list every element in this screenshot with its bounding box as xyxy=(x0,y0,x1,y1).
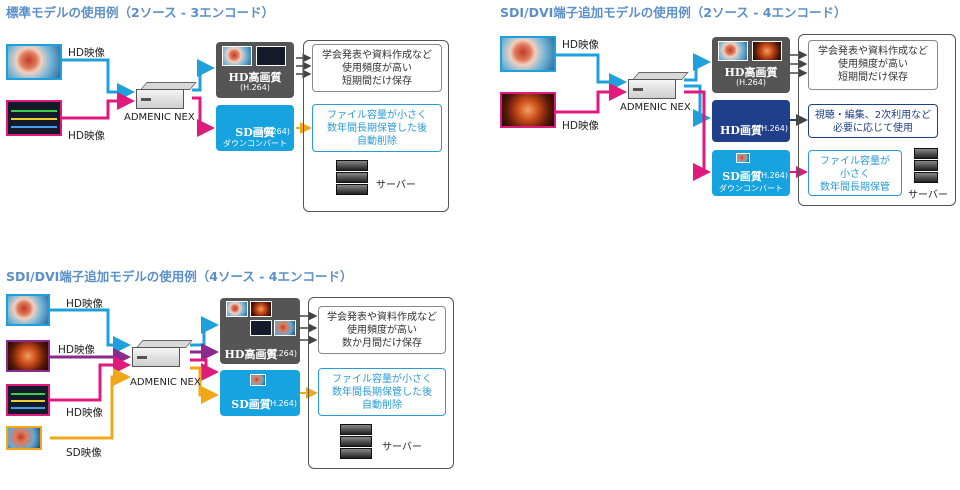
server-icon xyxy=(336,160,368,198)
quality-label: HD高画質 xyxy=(224,348,278,361)
device-label: ADMENIC NEX xyxy=(124,112,195,123)
hd-high-quality-box: HD高画質 (H.264) xyxy=(216,42,294,98)
info-line: 自動削除 xyxy=(357,136,397,147)
info-line: 学会発表や資料作成など xyxy=(327,312,437,323)
server-label: サーバー xyxy=(382,442,422,453)
small-video-thumbnail xyxy=(6,426,42,450)
sd-quality-box: SD画質 (H.264) xyxy=(220,370,300,416)
source1-label: HD映像 xyxy=(66,298,103,310)
server-icon xyxy=(340,424,372,462)
surgery-video-thumbnail xyxy=(500,36,556,72)
quality-label: SD画質 xyxy=(235,126,275,139)
storage-panel xyxy=(308,297,454,469)
source2-label: HD映像 xyxy=(562,120,599,132)
codec-label: (H.264) xyxy=(758,171,788,180)
monitor-video-thumbnail xyxy=(6,100,62,136)
source4-label: SD映像 xyxy=(66,447,102,459)
codec-label: (H.264) xyxy=(267,349,297,358)
info-line: 使用頻度が高い xyxy=(347,325,417,336)
info-line: 数年間長期保管 xyxy=(820,182,890,193)
mini-thumbnail xyxy=(250,374,266,386)
info-line: 数年間長期保管した後 xyxy=(332,387,432,398)
storage-panel xyxy=(303,40,449,212)
monitor-video-thumbnail xyxy=(6,384,50,416)
codec-label: (H.264) xyxy=(260,127,290,136)
mini-thumbnail xyxy=(250,301,272,317)
info-line: 学会発表や資料作成など xyxy=(818,46,928,57)
info-line: ファイル容量が小さく xyxy=(332,374,432,385)
info-line: 自動削除 xyxy=(362,400,402,411)
sd-quality-box: SD画質 (H.264) ダウンコンバート xyxy=(712,150,790,196)
source2-label: HD映像 xyxy=(58,344,95,356)
info-line: ファイル容量が xyxy=(820,156,890,167)
surgery-video-thumbnail xyxy=(6,294,50,326)
info-line: 視聴・編集、2次利用など xyxy=(814,110,932,121)
device-label: ADMENIC NEX xyxy=(620,102,691,113)
diagram2-title: SDI/DVI端子追加モデルの使用例（2ソース - 4エンコード） xyxy=(500,5,847,20)
server-label: サーバー xyxy=(376,180,416,191)
info-line: 短期間だけ保存 xyxy=(838,72,908,83)
info-line: 学会発表や資料作成など xyxy=(322,50,432,61)
mini-thumbnail xyxy=(752,41,782,61)
storage-panel xyxy=(798,34,956,206)
info-line: 数か月間だけ保存 xyxy=(342,338,422,349)
source1-label: HD映像 xyxy=(562,39,599,51)
server-icon xyxy=(914,148,938,186)
info-line: ファイル容量が小さく xyxy=(327,110,427,121)
endoscope-video-thumbnail xyxy=(6,340,50,372)
codec-label: (H.264) xyxy=(267,399,297,408)
surgery-video-thumbnail xyxy=(6,44,62,80)
sd-quality-box: SD画質 ダウンコンバート (H.264) xyxy=(216,105,294,151)
admenic-nex-device-icon xyxy=(628,72,689,100)
hd-high-quality-box: HD高画質 (H.264) xyxy=(712,37,790,93)
codec-label: (H.264) xyxy=(758,124,788,133)
info-line: 必要に応じて使用 xyxy=(833,123,913,134)
quality-label: HD高画質 xyxy=(724,66,778,79)
mini-thumbnail xyxy=(274,320,296,336)
quality-label: HD高画質 xyxy=(228,71,282,84)
sd-usage-info: ファイル容量が小さく 数年間長期保管した後 自動削除 xyxy=(318,368,446,416)
mini-thumbnail xyxy=(226,301,248,317)
source2-label: HD映像 xyxy=(68,130,105,142)
hd-high-quality-box: HD高画質 (H.264) xyxy=(220,298,300,364)
diagram3-title: SDI/DVI端子追加モデルの使用例（4ソース - 4エンコード） xyxy=(6,269,353,284)
codec-label: (H.264) xyxy=(240,83,270,92)
sd-usage-info: ファイル容量が 小さく 数年間長期保管 xyxy=(808,150,902,196)
hd-usage-info: 視聴・編集、2次利用など 必要に応じて使用 xyxy=(808,104,938,138)
downconvert-label: ダウンコンバート xyxy=(223,139,287,148)
device-label: ADMENIC NEX xyxy=(130,377,201,388)
quality-label: SD画質 xyxy=(231,398,271,411)
mini-thumbnail xyxy=(256,46,286,66)
info-line: 使用頻度が高い xyxy=(342,63,412,74)
endoscope-video-thumbnail xyxy=(500,92,556,128)
quality-label: SD画質 xyxy=(722,170,762,183)
source3-label: HD映像 xyxy=(66,407,103,419)
server-label: サーバー xyxy=(908,190,948,201)
sd-usage-info: ファイル容量が小さく 数年間長期保管した後 自動削除 xyxy=(312,104,442,152)
admenic-nex-device-icon xyxy=(136,82,197,110)
mini-thumbnail xyxy=(222,46,252,66)
codec-label: (H.264) xyxy=(736,78,766,87)
info-line: 使用頻度が高い xyxy=(838,59,908,70)
mini-thumbnail xyxy=(736,153,750,163)
hd-high-usage-info: 学会発表や資料作成など 使用頻度が高い 短期間だけ保存 xyxy=(808,40,938,90)
mini-thumbnail xyxy=(250,320,272,336)
hd-usage-info: 学会発表や資料作成など 使用頻度が高い 短期間だけ保存 xyxy=(312,44,442,92)
hd-quality-box: HD画質 (H.264) xyxy=(712,100,790,142)
hd-usage-info: 学会発表や資料作成など 使用頻度が高い 数か月間だけ保存 xyxy=(318,306,446,354)
info-line: 短期間だけ保存 xyxy=(342,76,412,87)
quality-label: HD画質 xyxy=(720,124,762,137)
diagram1-title: 標準モデルの使用例（2ソース - 3エンコード） xyxy=(6,5,275,20)
admenic-nex-device-icon xyxy=(132,340,193,368)
mini-thumbnail xyxy=(718,41,748,61)
source1-label: HD映像 xyxy=(68,47,105,59)
downconvert-label: ダウンコンバート xyxy=(719,184,783,193)
info-line: 数年間長期保管した後 xyxy=(327,123,427,134)
info-line: 小さく xyxy=(840,169,870,180)
